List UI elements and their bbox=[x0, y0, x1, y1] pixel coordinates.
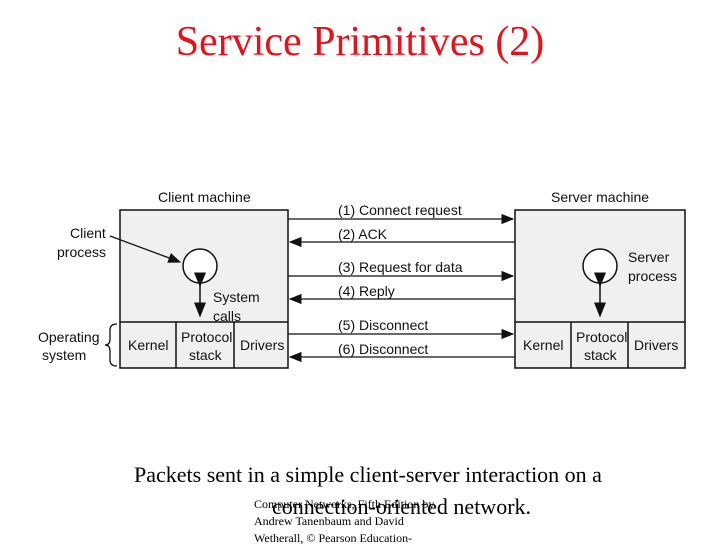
caption-line-1: Packets sent in a simple client-server i… bbox=[134, 462, 602, 487]
client-process-pointer bbox=[109, 235, 182, 263]
client-process-circle bbox=[182, 248, 218, 284]
client-process-label-line2: process bbox=[57, 244, 106, 260]
client-process-label-line1: Client bbox=[70, 225, 106, 241]
server-machine-label: Server machine bbox=[551, 189, 649, 205]
message-label-4: (4) Reply bbox=[338, 283, 395, 299]
client-protocol-label-line2: stack bbox=[189, 347, 223, 363]
server-protocol-label-line2: stack bbox=[584, 347, 618, 363]
message-label-6: (6) Disconnect bbox=[338, 341, 428, 357]
client-kernel-label: Kernel bbox=[128, 337, 168, 353]
server-process-label-line1: Server bbox=[628, 249, 670, 265]
slide-title: Service Primitives (2) bbox=[175, 19, 545, 65]
credit-line-2: Andrew Tanenbaum and David bbox=[254, 514, 404, 528]
credit-line-3: Wetherall, © Pearson Education- bbox=[254, 531, 413, 545]
operating-system-label-line1: Operating bbox=[38, 329, 99, 345]
message-label-5: (5) Disconnect bbox=[338, 317, 428, 333]
operating-system-label-line2: system bbox=[42, 347, 86, 363]
client-machine-label: Client machine bbox=[158, 189, 251, 205]
client-drivers-label: Drivers bbox=[240, 337, 284, 353]
server-process-label-line2: process bbox=[628, 268, 677, 284]
message-label-3: (3) Request for data bbox=[338, 259, 463, 275]
system-calls-label-line1: System bbox=[213, 289, 260, 305]
caption-line-2: connection-oriented network. bbox=[272, 494, 532, 519]
message-label-1: (1) Connect request bbox=[338, 202, 462, 218]
client-protocol-label-line1: Protocol bbox=[181, 329, 232, 345]
server-protocol-label-line1: Protocol bbox=[576, 329, 627, 345]
operating-system-brace bbox=[104, 323, 118, 367]
server-kernel-label: Kernel bbox=[523, 337, 563, 353]
server-process-circle bbox=[582, 248, 618, 284]
message-label-2: (2) ACK bbox=[338, 226, 388, 242]
server-drivers-label: Drivers bbox=[634, 337, 678, 353]
credit-line-1: Computer Networks, Fifth Edition by bbox=[254, 497, 435, 511]
system-calls-label-line2: calls bbox=[213, 308, 241, 324]
